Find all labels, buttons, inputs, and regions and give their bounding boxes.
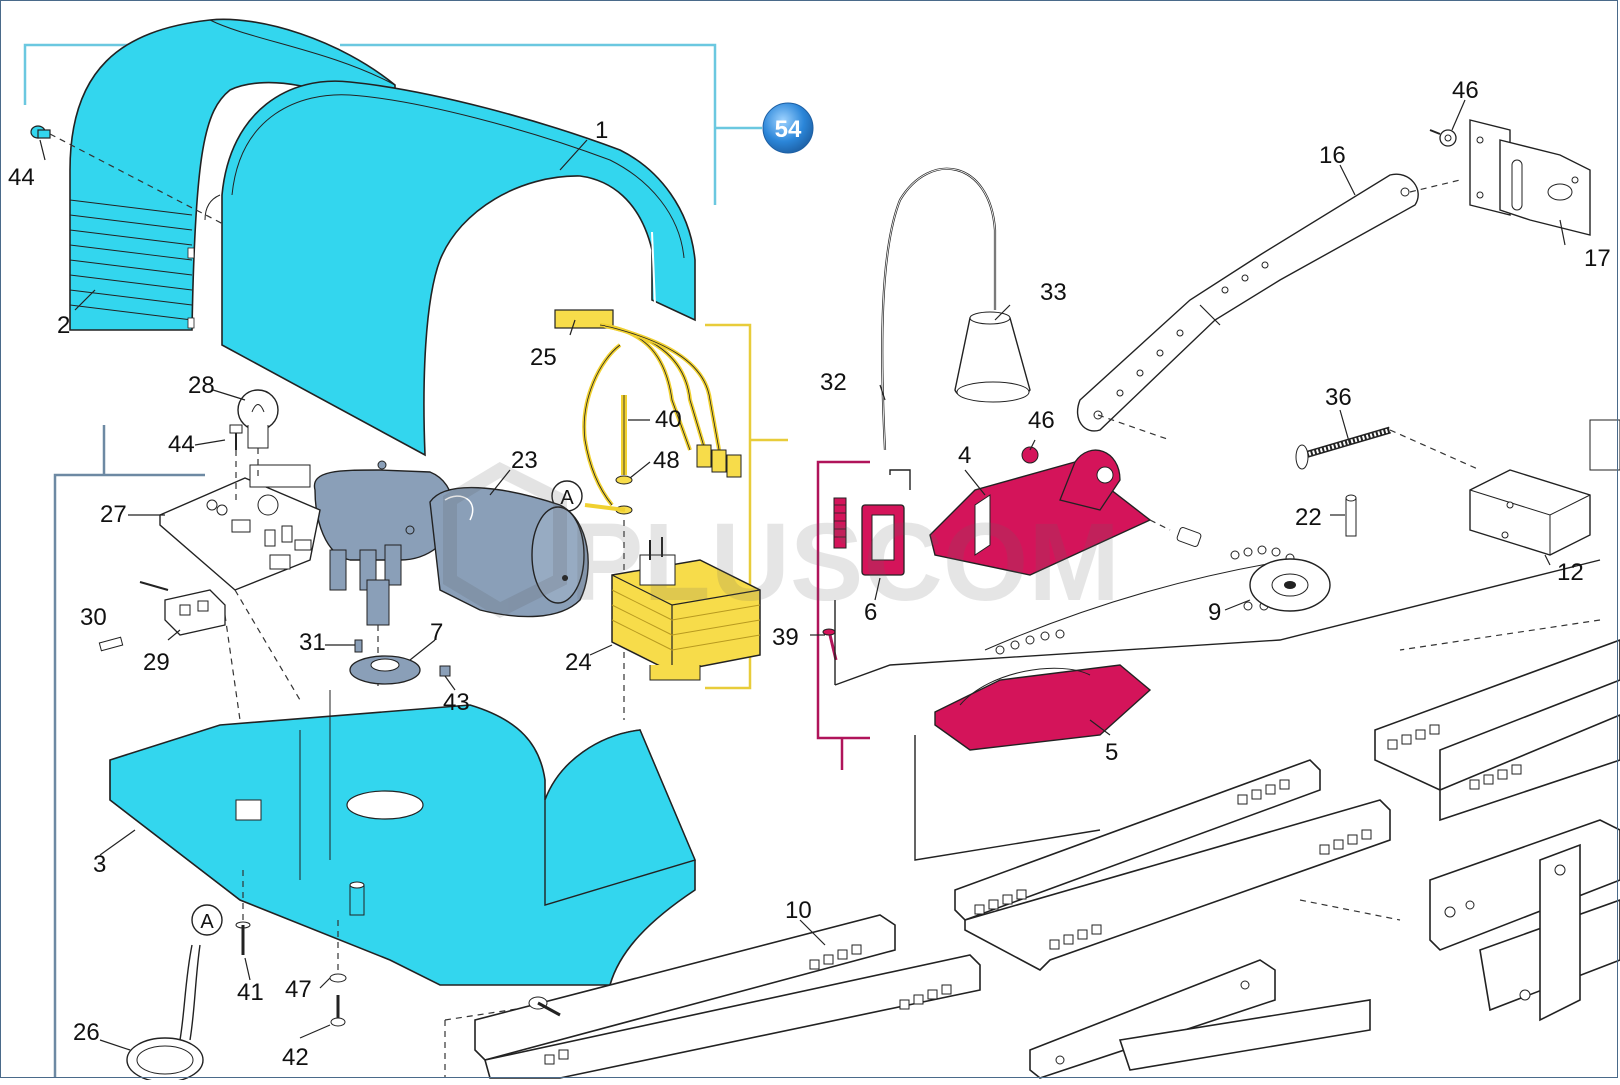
label-part-25: 25	[530, 344, 557, 371]
label-part-5: 5	[1105, 739, 1118, 766]
part-24-transformer	[611, 537, 761, 681]
part-44-screw-top	[30, 125, 226, 226]
label-part-1: 1	[595, 117, 608, 144]
part-4-trolley-upper	[929, 449, 1171, 576]
label-part-10: 10	[785, 897, 812, 924]
part-46-nut-trolley	[1021, 446, 1039, 464]
svg-text:A: A	[200, 911, 214, 933]
label-part-26: 26	[73, 1019, 100, 1046]
part-42-screw	[330, 920, 346, 1027]
label-part-27: 27	[100, 501, 127, 528]
part-9-sprocket-chain	[984, 545, 1331, 655]
watermark-text: PLUSCOM	[570, 501, 1120, 624]
part-46-nut-bracket	[1429, 129, 1457, 147]
part-3-base	[109, 690, 696, 986]
label-part-12: 12	[1557, 559, 1584, 586]
label-part-17: 17	[1584, 245, 1611, 272]
part-23-motor	[313, 460, 589, 690]
part-40-ground-wire	[582, 343, 633, 720]
label-part-7: 7	[430, 619, 443, 646]
part-28-bulb	[237, 389, 279, 480]
part-25-wiring-harness	[554, 309, 742, 478]
part-22-pin	[1345, 494, 1357, 537]
label-part-9: 9	[1208, 599, 1221, 626]
part-41-screw	[235, 870, 251, 955]
label-part-39: 39	[772, 624, 799, 651]
bracket-base-group	[53, 425, 205, 1078]
label-part-2: 2	[57, 312, 70, 339]
rail-sections	[474, 639, 1620, 1079]
part-26-cable	[126, 944, 204, 1083]
label-part-44-board: 44	[168, 431, 195, 458]
part-number-labels: 1 2 3 4 5 6 7 9 10 12 16 17 22 23 24 25 …	[8, 77, 1611, 1071]
label-part-32: 32	[820, 369, 847, 396]
part-36-bolt	[1295, 426, 1481, 471]
label-part-28: 28	[188, 372, 215, 399]
label-part-16: 16	[1319, 142, 1346, 169]
assembly-guide-lines	[444, 469, 1601, 1078]
part-30-fuse	[98, 636, 124, 652]
part-2-rear-cover	[69, 18, 396, 331]
label-part-46-bracket: 46	[1452, 77, 1479, 104]
badge-label: 54	[775, 116, 802, 143]
label-part-41: 41	[237, 979, 264, 1006]
label-part-40: 40	[655, 406, 682, 433]
trolley-bolt	[1176, 527, 1202, 547]
part-12-front-bracket	[1469, 469, 1591, 556]
bracket-trolley-group	[816, 460, 870, 770]
part-29-terminal-block	[139, 581, 241, 721]
part-33-release-knob	[954, 311, 1031, 403]
part-31-pin	[354, 639, 363, 653]
label-part-31: 31	[299, 629, 326, 656]
label-part-22: 22	[1295, 504, 1322, 531]
label-part-6: 6	[864, 599, 877, 626]
label-part-44-top: 44	[8, 164, 35, 191]
label-part-42: 42	[282, 1044, 309, 1071]
connector-a-bottom: A	[191, 904, 223, 936]
label-part-3: 3	[93, 851, 106, 878]
part-17-door-bracket	[1469, 119, 1591, 236]
label-part-43: 43	[443, 689, 470, 716]
part-1-front-cover	[204, 80, 696, 457]
label-part-36: 36	[1325, 384, 1352, 411]
part-32-release-cable	[881, 167, 997, 451]
part-5-trolley-lower	[934, 664, 1152, 751]
label-part-46-trolley: 46	[1028, 407, 1055, 434]
part-27-control-board	[159, 464, 321, 701]
label-part-48: 48	[653, 447, 680, 474]
bracket-cover-group	[23, 43, 762, 205]
part-7-flange	[349, 655, 421, 685]
watermark: PLUSCOM	[443, 462, 1120, 624]
part-44-screw-board	[229, 424, 243, 505]
bracket-transformer-group	[705, 323, 788, 690]
part-6-release-lever	[833, 497, 905, 576]
label-part-23: 23	[511, 447, 538, 474]
part-16-door-arm	[1076, 173, 1461, 441]
svg-text:A: A	[560, 487, 574, 509]
label-part-33: 33	[1040, 279, 1067, 306]
label-part-24: 24	[565, 649, 592, 676]
label-part-30: 30	[80, 604, 107, 631]
group-badge: 54	[762, 102, 814, 154]
label-part-29: 29	[143, 649, 170, 676]
label-part-4: 4	[958, 442, 971, 469]
label-part-47: 47	[285, 976, 312, 1003]
leader-lines	[39, 99, 1566, 1051]
header-plate-edge	[1589, 419, 1620, 471]
